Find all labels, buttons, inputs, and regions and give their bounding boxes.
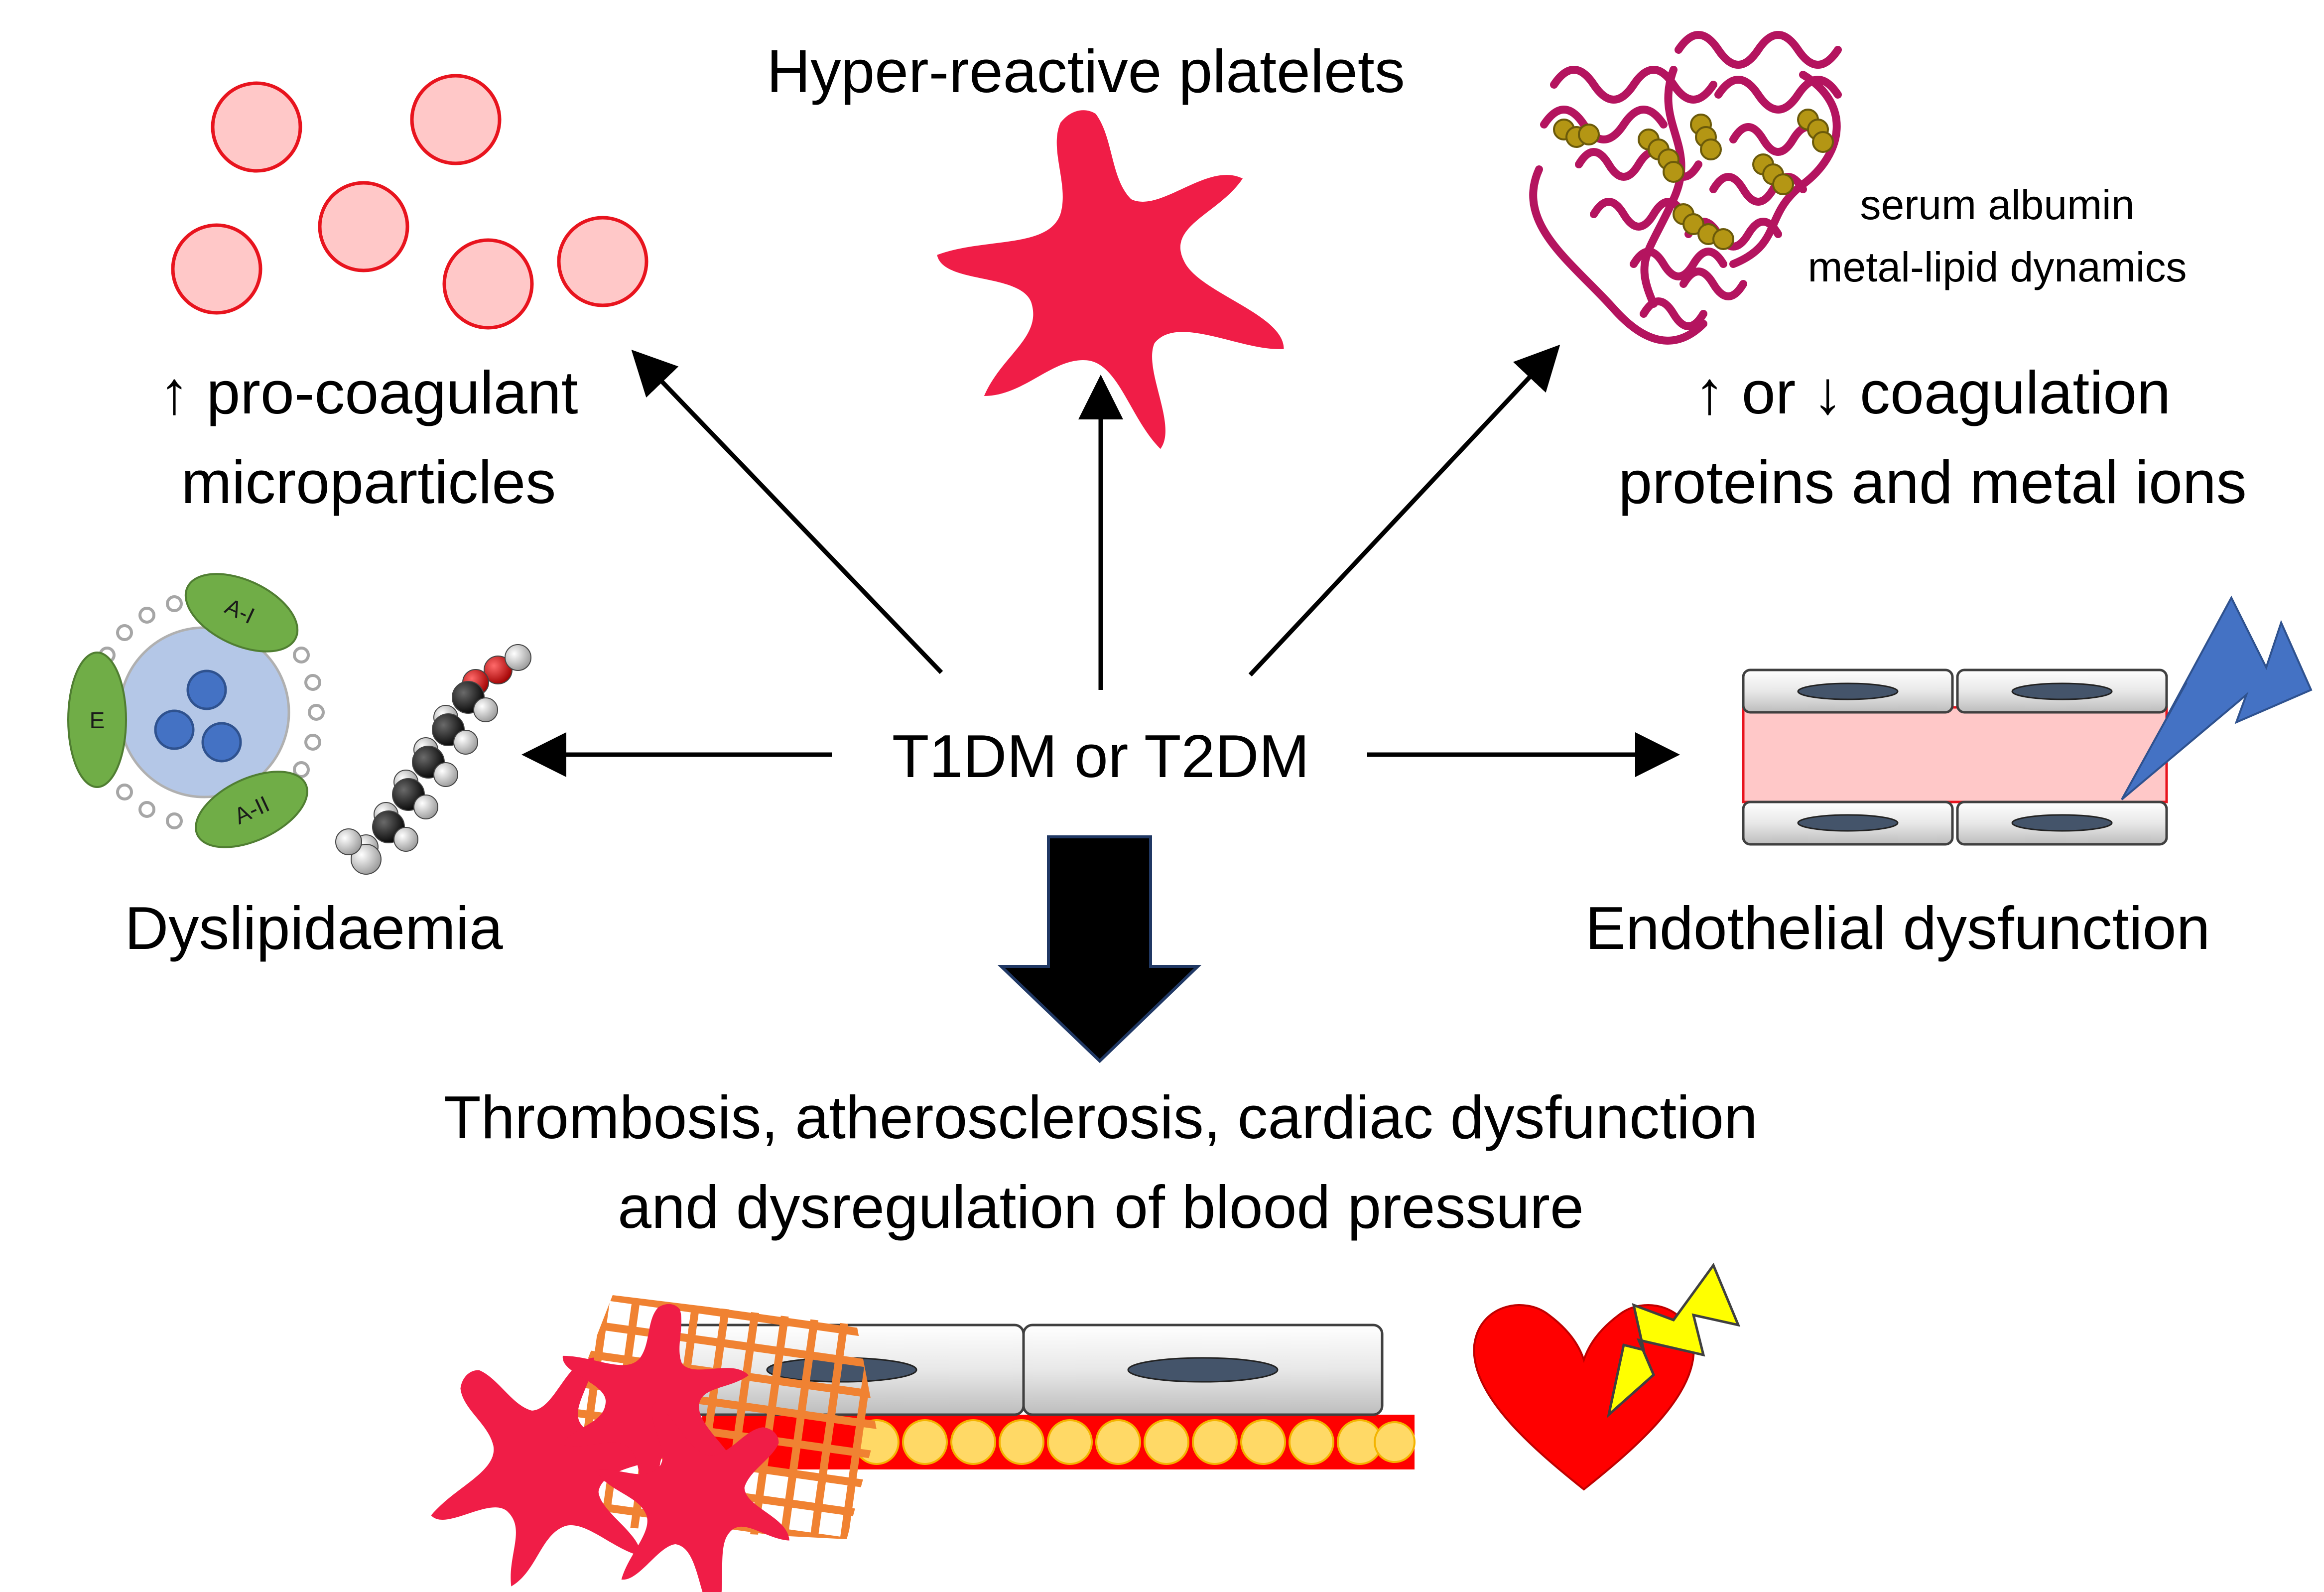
down-arrow-icon xyxy=(997,835,1202,1063)
vessel-lumen xyxy=(1742,706,2168,803)
endothelial-label: Endothelial dysfunction xyxy=(1585,894,2210,962)
microparticles-label-line1: ↑ pro-coagulant xyxy=(159,359,578,426)
dyslipidaemia-label: Dyslipidaemia xyxy=(125,894,503,962)
fatty-acid-molecule-icon xyxy=(335,644,531,875)
outcome-label-line2: and dysregulation of blood pressure xyxy=(618,1173,1584,1241)
coagulation-label-line1: ↑ or ↓ coagulation xyxy=(1694,359,2171,426)
apoprotein-a1 xyxy=(184,573,299,653)
apoprotein-e xyxy=(67,652,127,788)
arrow-to-microparticles xyxy=(631,350,943,674)
apoprotein-a2 xyxy=(195,771,308,848)
microparticles-label-line2: microparticles xyxy=(181,448,556,516)
diabetes-label: T1DM or T2DM xyxy=(892,722,1309,790)
microparticles-icon xyxy=(171,74,648,330)
protein-structure-icon xyxy=(1529,31,1842,345)
thrombus-icon xyxy=(379,1275,1416,1592)
apo-e-label: E xyxy=(90,707,105,733)
lipoprotein-core xyxy=(118,626,290,798)
coagulation-label-line2: proteins and metal ions xyxy=(1618,448,2246,516)
arrow-to-coagulation xyxy=(1248,344,1560,677)
heart-lightning-icon xyxy=(1606,1262,1741,1418)
arrows xyxy=(521,344,1680,777)
platelets-label: Hyper-reactive platelets xyxy=(767,37,1405,105)
blood-vessel-icon xyxy=(1742,668,2168,846)
albumin-label-line2: metal-lipid dynamics xyxy=(1808,244,2187,290)
lipoprotein-icon: A-I E A-II xyxy=(67,573,325,848)
outcome-label-line1: Thrombosis, atherosclerosis, cardiac dys… xyxy=(444,1083,1758,1151)
albumin-label-line1: serum albumin xyxy=(1860,181,2135,228)
lightning-icon xyxy=(2121,595,2313,800)
platelet-icon xyxy=(937,110,1284,449)
